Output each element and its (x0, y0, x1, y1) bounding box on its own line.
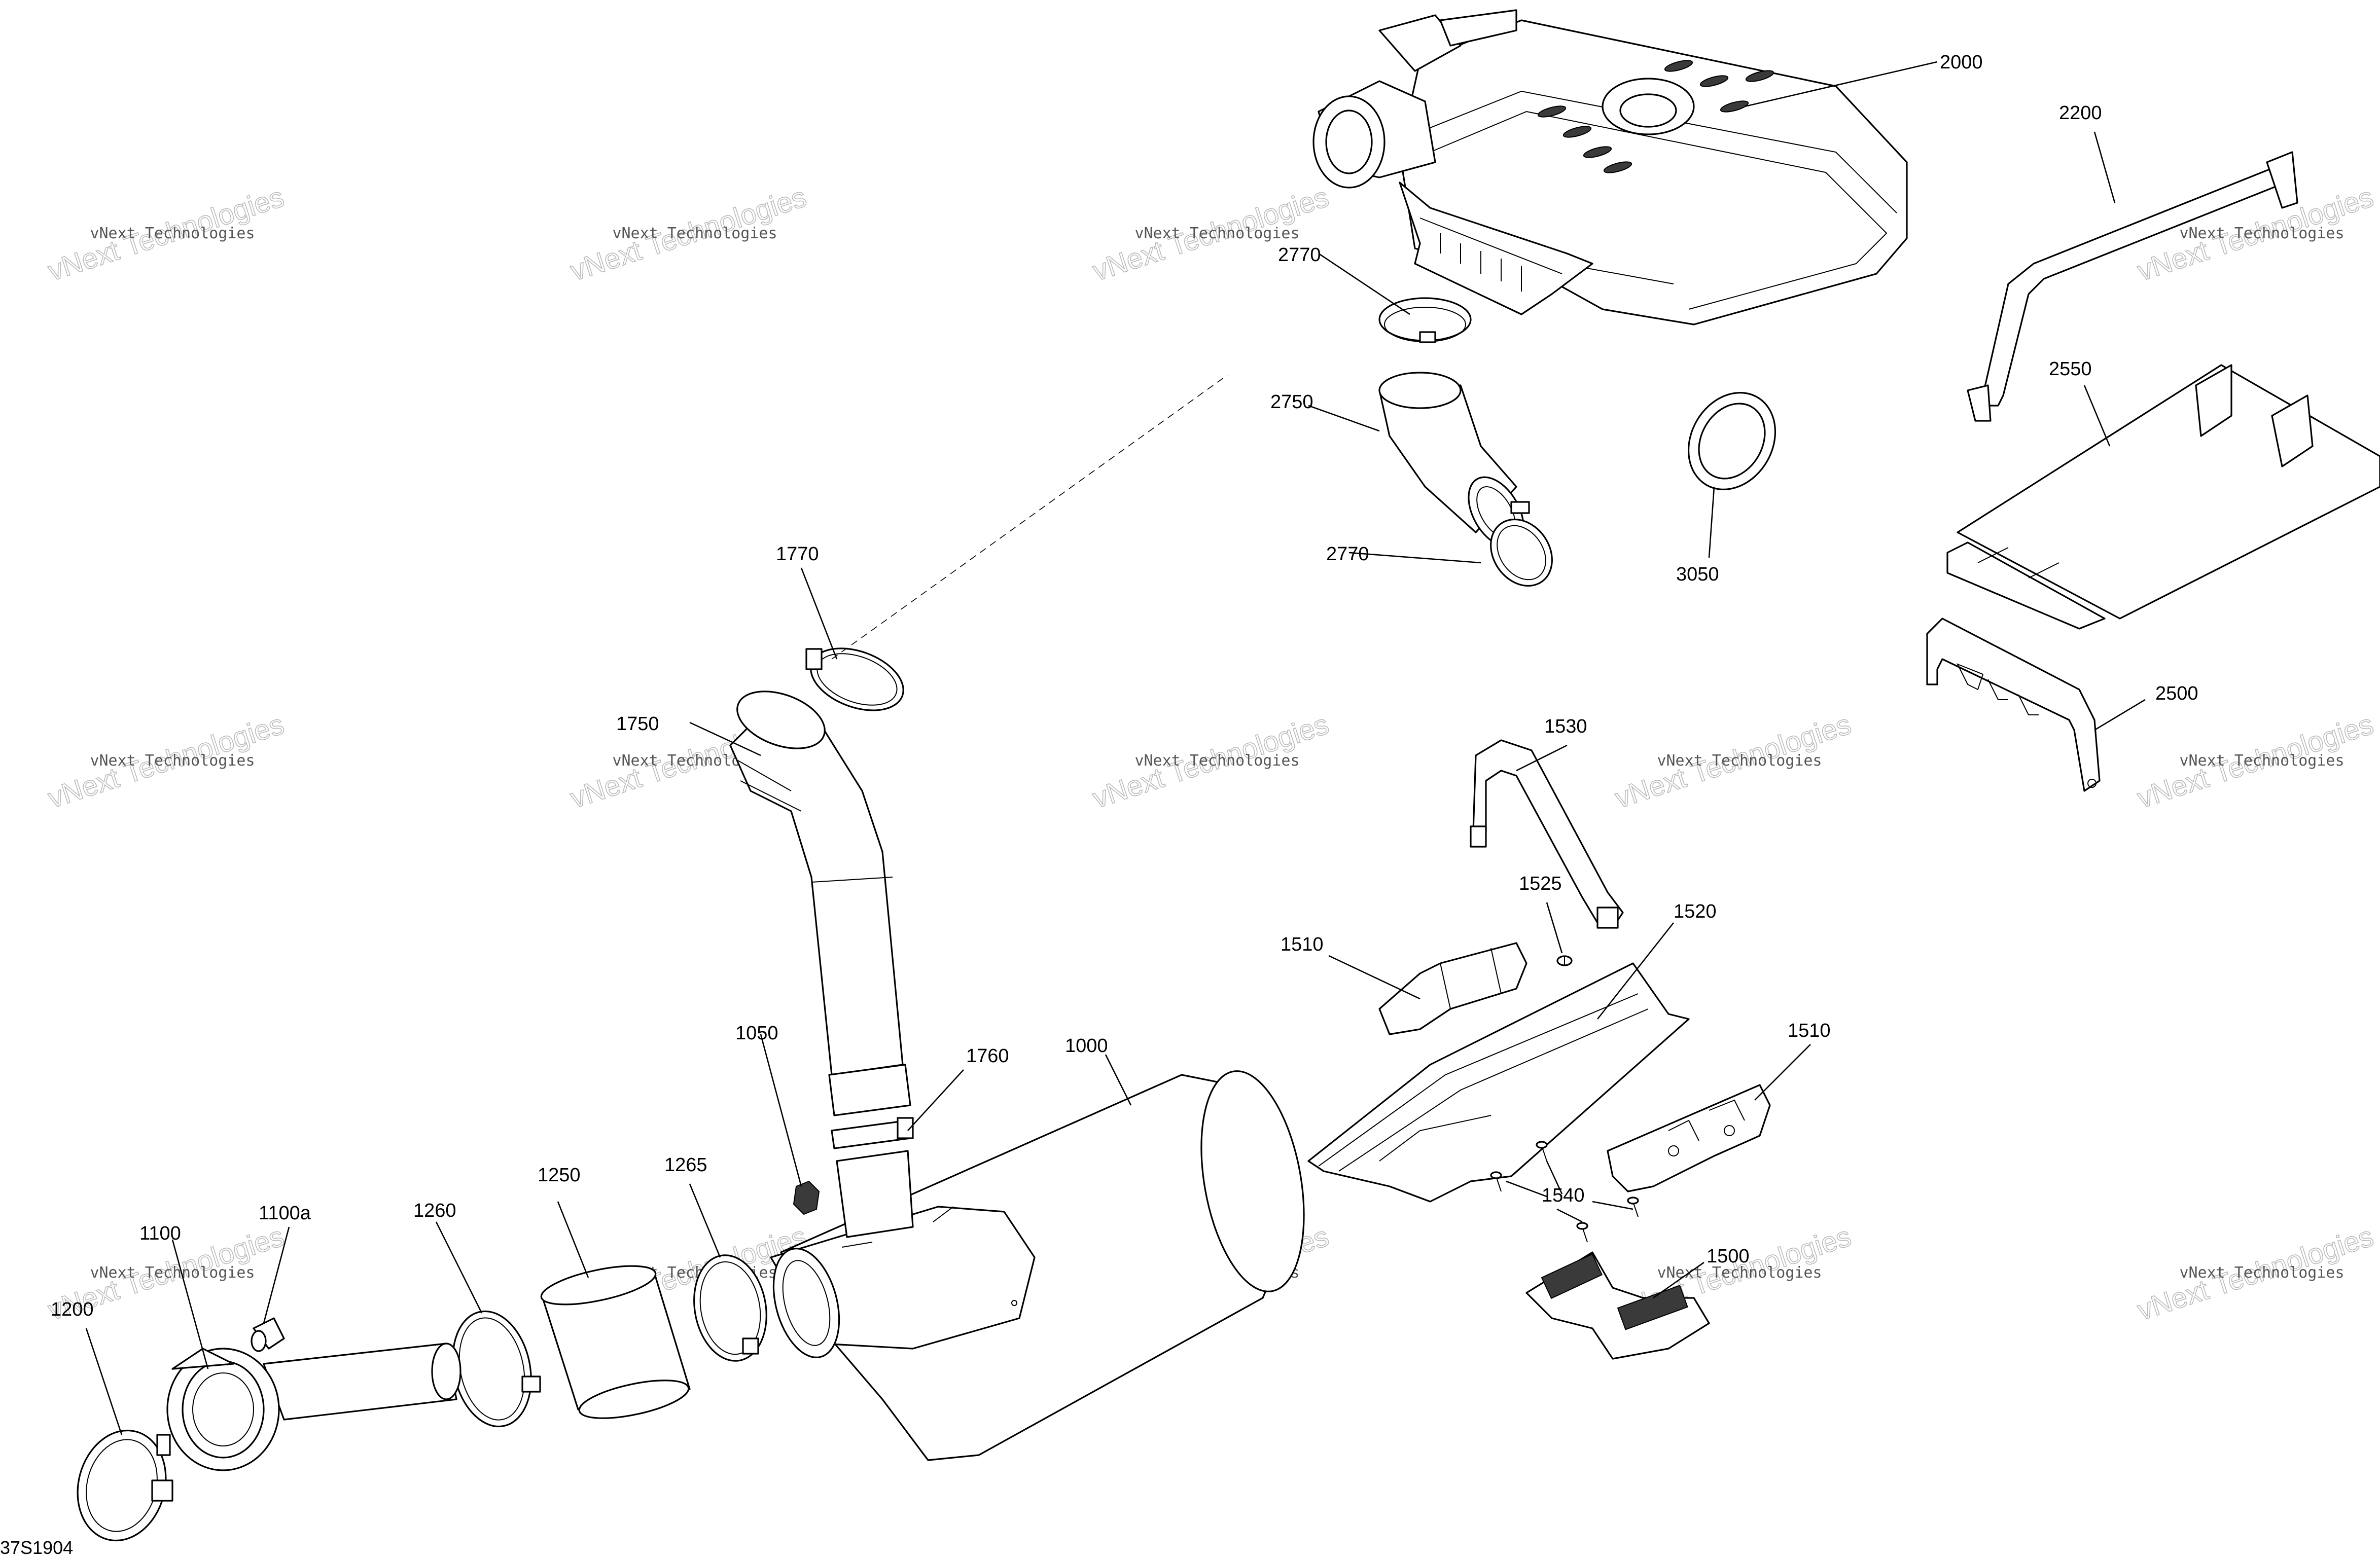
reference-code: 37S1904 (0, 1537, 73, 1558)
callout-3050: 3050 (1676, 564, 1719, 585)
callout-1200: 1200 (51, 1299, 94, 1320)
callout-1520: 1520 (1674, 901, 1717, 922)
callout-1265: 1265 (664, 1154, 707, 1176)
callout-1050: 1050 (735, 1023, 778, 1044)
part-1510-right-bracket (1607, 1084, 1771, 1192)
part-2550-plate (1946, 364, 2380, 630)
part-1770-clamp (805, 647, 904, 711)
callout-labels: 2000 2200 2550 2500 2770 2750 2770 3050 … (0, 52, 2198, 1558)
watermark-small: vNext Technologies (1657, 752, 1822, 770)
callout-1540: 1540 (1542, 1185, 1585, 1206)
part-1760-clamp (831, 1117, 914, 1149)
part-1050-nut (793, 1180, 820, 1215)
watermark-small: vNext Technologies (2179, 752, 2344, 770)
part-2770-lower-clamp (1490, 501, 1553, 587)
alignment-guide (831, 375, 1228, 660)
callout-1100a: 1100a (259, 1203, 311, 1224)
part-2770-upper-clamp (1378, 297, 1472, 343)
leader-lines (85, 61, 2146, 1435)
part-1540-screws (1490, 1141, 1639, 1243)
callout-1530: 1530 (1544, 716, 1587, 737)
callout-1250: 1250 (538, 1165, 581, 1186)
watermark-small: vNext Technologies (1657, 1264, 1822, 1282)
part-1500-skid-plate (1525, 1251, 1710, 1360)
part-1520-heat-shield (1307, 962, 1690, 1203)
part-1250-sleeve (540, 1265, 691, 1419)
callout-1760: 1760 (966, 1045, 1009, 1067)
part-1265-clamp (693, 1254, 767, 1362)
watermark-small: vNext Technologies (2179, 1264, 2344, 1282)
watermark-small: vNext Technologies (1134, 225, 1299, 242)
part-3050-gasket (1687, 392, 1777, 490)
callout-2770-upper: 2770 (1278, 244, 1321, 266)
callout-1100: 1100 (139, 1223, 181, 1244)
part-1510-left-bracket (1378, 942, 1528, 1035)
callout-2500: 2500 (2155, 683, 2198, 704)
callout-1500: 1500 (1707, 1246, 1750, 1267)
part-1200-band-clamp (77, 1429, 173, 1542)
part-1100-flange-pipe (166, 1343, 461, 1471)
watermark-small: vNext Technologies (90, 225, 255, 242)
part-1525-screw (1556, 955, 1573, 966)
callout-2000: 2000 (1940, 52, 1983, 73)
callout-2200: 2200 (2059, 102, 2102, 124)
callout-2550: 2550 (2049, 358, 2092, 380)
callout-1770: 1770 (776, 544, 819, 565)
callout-1510-right: 1510 (1788, 1020, 1831, 1041)
callout-1510-left: 1510 (1281, 934, 1324, 955)
callout-1525: 1525 (1519, 873, 1562, 894)
callout-1000: 1000 (1065, 1035, 1108, 1057)
part-2000-housing (1312, 9, 1908, 325)
part-1530-strap (1470, 739, 1624, 929)
part-1000-muffler (770, 1070, 1305, 1461)
part-1100a-fitting (251, 1317, 285, 1352)
watermark-small: vNext Technologies (90, 752, 255, 770)
part-1750-pipe (729, 691, 911, 1116)
watermark-small: vNext Technologies (1134, 752, 1299, 770)
callout-2750: 2750 (1270, 391, 1313, 413)
callout-1260: 1260 (413, 1200, 456, 1221)
watermark-small: vNext Technologies (612, 225, 777, 242)
callout-1750: 1750 (616, 713, 659, 735)
part-2500-bracket (1926, 618, 2101, 792)
callout-2770-lower: 2770 (1326, 544, 1369, 565)
watermark-small: vNext Technologies (2179, 225, 2344, 242)
watermark-small: vNext Technologies (90, 1264, 255, 1282)
part-2200-strap (1967, 151, 2298, 422)
